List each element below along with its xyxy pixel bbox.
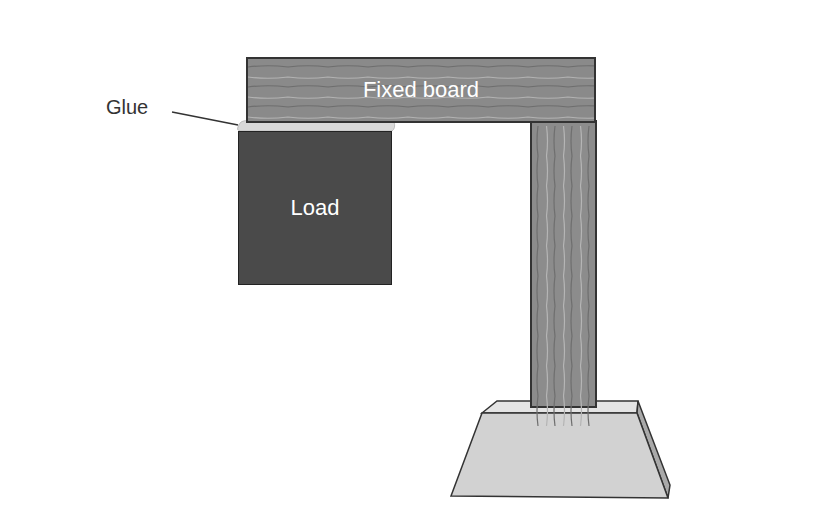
wood-grain (564, 126, 565, 426)
wood-grain (537, 126, 538, 426)
wood-grain (581, 126, 582, 426)
part-label: Glue (106, 96, 148, 118)
base-front (451, 413, 668, 498)
wood-grain (547, 126, 548, 426)
stand-base (451, 401, 670, 498)
grain-line (248, 66, 596, 67)
load-block: Load (238, 131, 392, 285)
wood-grain (554, 126, 555, 426)
grain-line (248, 117, 596, 118)
node-label: Load (291, 196, 340, 220)
wood-grain (571, 126, 572, 426)
grain-line (248, 106, 596, 107)
node-label: Fixed board (363, 78, 479, 102)
leader-line (172, 112, 238, 125)
fixed-board: Fixed board (246, 57, 596, 123)
vertical-post (531, 121, 596, 426)
wood-grain (588, 126, 589, 426)
